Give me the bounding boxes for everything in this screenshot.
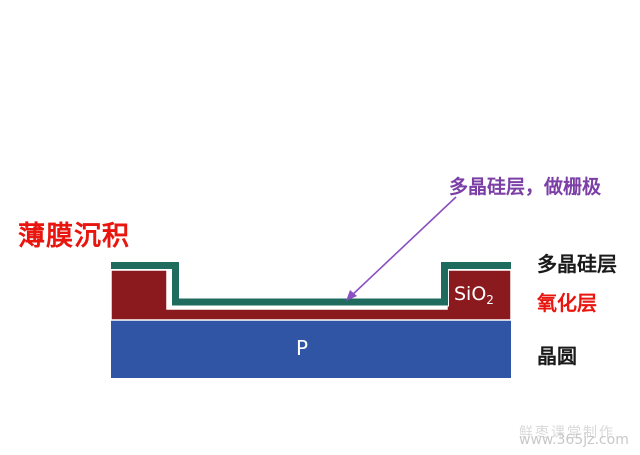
p-substrate-layer (111, 320, 511, 378)
sio2-label: SiO2 (454, 283, 494, 307)
watermark-text: 鲜枣课堂制作 (519, 425, 615, 441)
callout-arrowhead (346, 290, 357, 301)
oxide-label: 氧化层 (537, 291, 597, 315)
wafer-label: 晶圆 (537, 344, 577, 368)
sio2-text: SiO (454, 283, 487, 305)
polysilicon-label: 多晶硅层 (537, 252, 617, 276)
callout-label: 多晶硅层，做栅极 (449, 176, 602, 198)
callout-arrow (349, 196, 457, 298)
polysilicon-edge (111, 269, 511, 307)
polysilicon-layer (111, 262, 511, 306)
title: 薄膜沉积 (18, 221, 130, 252)
substrate-type-label: P (296, 336, 309, 360)
sio2-subscript: 2 (486, 293, 494, 307)
watermark-url: www.365jz.com (519, 432, 629, 448)
